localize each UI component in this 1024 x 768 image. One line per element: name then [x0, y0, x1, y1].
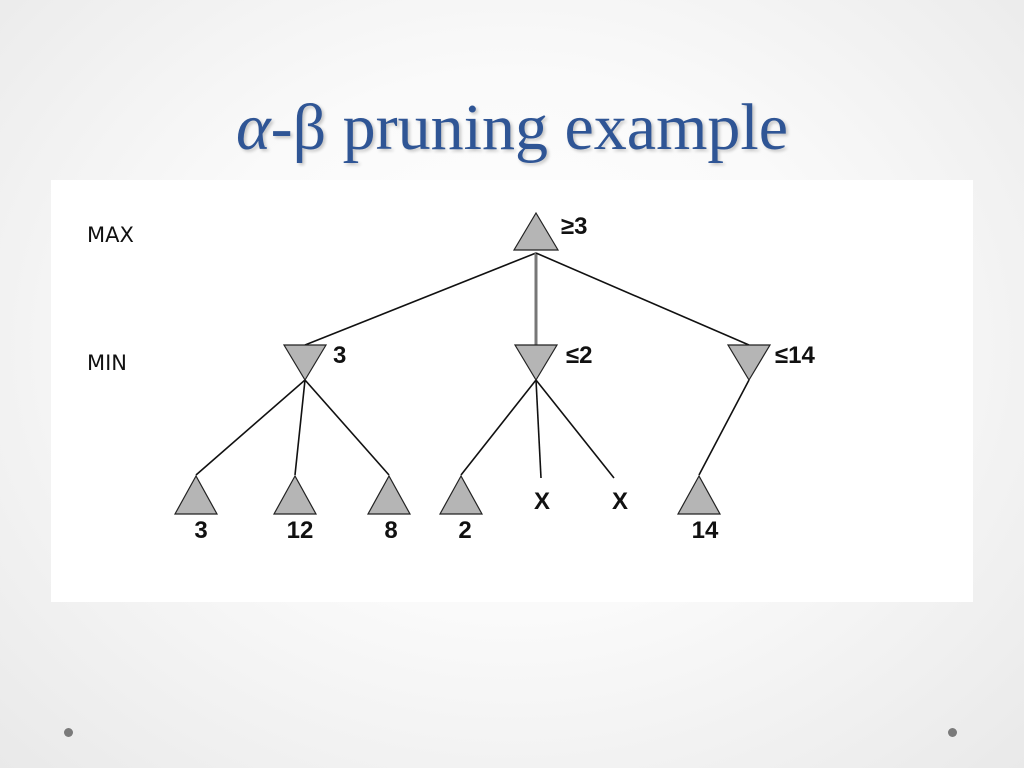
level-label-min: MIN: [87, 351, 127, 375]
game-tree-svg: MAX MIN ≥3 3 ≤2 ≤14 3 12 8: [87, 211, 816, 544]
edge-min3-leaf5: [698, 379, 750, 476]
edge-root-min3: [535, 252, 750, 346]
leaf-4-value: 2: [458, 517, 471, 544]
slide-bullet-left: [64, 728, 73, 737]
leaf-1-triangle: [173, 474, 219, 515]
edge-min1-leaf1: [195, 379, 306, 476]
edge-root-min1: [304, 252, 537, 346]
leaf-4-triangle: [438, 474, 484, 515]
edge-min1-leaf3: [304, 379, 390, 476]
leaf-2-triangle: [272, 474, 318, 515]
title-text: -β pruning example: [270, 91, 789, 164]
title-alpha: α: [235, 91, 271, 164]
min-node-3-value: ≤14: [775, 342, 816, 369]
edge-min1-leaf2: [294, 379, 306, 476]
leaf-5-triangle: [676, 474, 722, 515]
min-node-2-value: ≤2: [566, 342, 593, 369]
slide-title: α-β pruning example: [0, 88, 1024, 168]
min-node-2-triangle: [513, 344, 559, 382]
pruned-mark-2: X: [612, 488, 628, 515]
leaf-3-triangle: [366, 474, 412, 515]
min-node-1-triangle: [282, 344, 328, 382]
edge-min2-pruned1: [535, 379, 542, 479]
leaf-1-value: 3: [194, 517, 207, 544]
max-node-value: ≥3: [561, 213, 588, 240]
leaf-3-value: 8: [384, 517, 397, 544]
edge-min2-leaf4: [460, 379, 537, 476]
leaf-5-value: 14: [692, 517, 719, 544]
max-node-triangle: [512, 211, 560, 251]
slide-bullet-right: [948, 728, 957, 737]
leaf-2-value: 12: [287, 517, 314, 544]
game-tree-diagram: MAX MIN ≥3 3 ≤2 ≤14 3 12 8: [51, 180, 973, 602]
min-node-3-triangle: [726, 344, 772, 382]
edge-min2-pruned2: [535, 379, 615, 479]
pruned-mark-1: X: [534, 488, 550, 515]
level-label-max: MAX: [87, 223, 134, 247]
min-node-1-value: 3: [333, 342, 346, 369]
